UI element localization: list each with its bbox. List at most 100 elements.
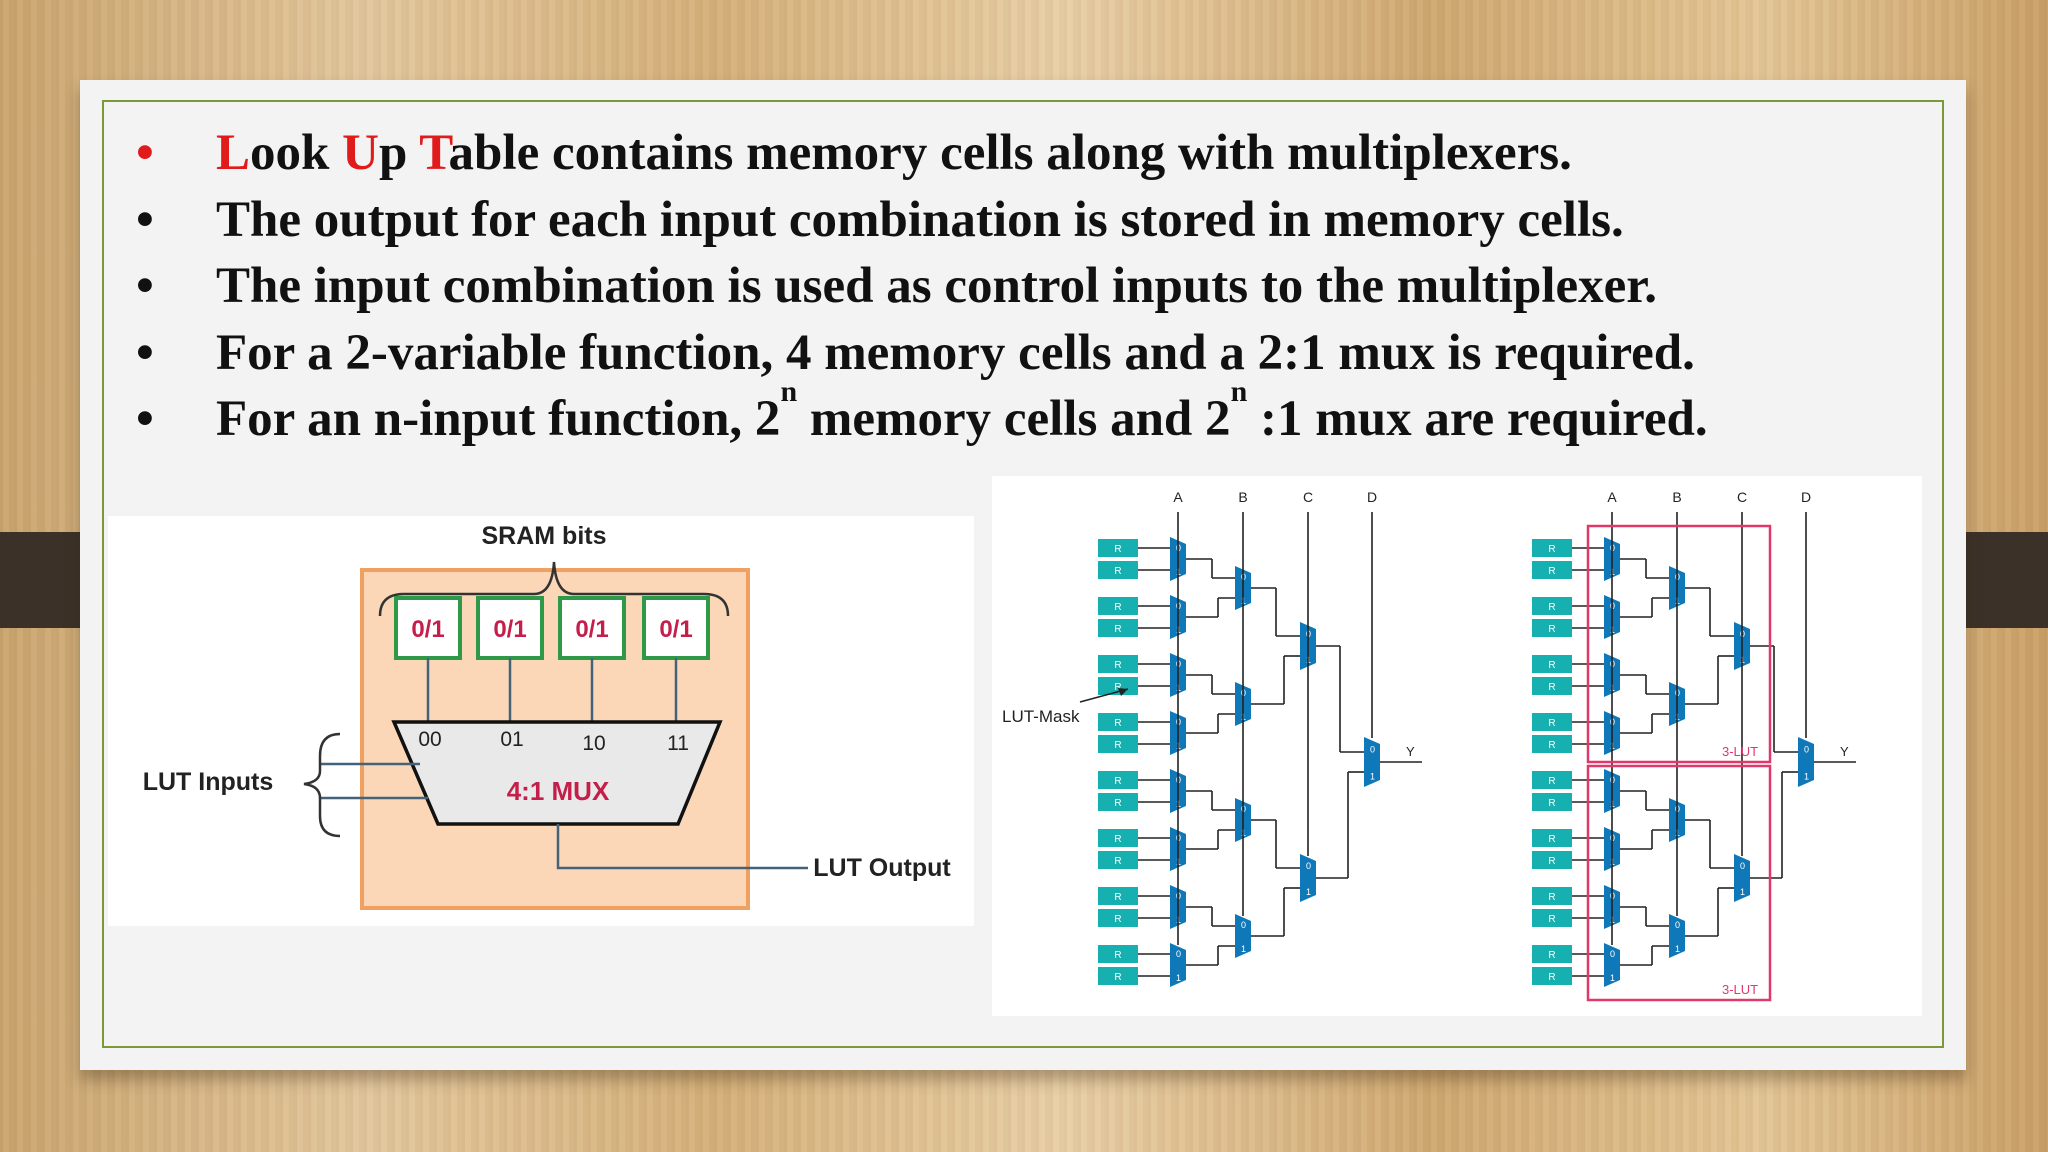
sram-cells: 0/1 0/1 0/1 0/1 [394, 596, 710, 660]
memory-cell-label: R [1548, 798, 1555, 809]
bullet-text: For an n-input function, 2 [216, 391, 781, 447]
memory-cell [1532, 829, 1572, 847]
mux [1170, 943, 1186, 987]
mux-select-label: 0 [1370, 745, 1375, 755]
sram-cell [642, 596, 710, 660]
inputs-brace [303, 732, 341, 838]
memory-cell [1532, 735, 1572, 753]
memory-cell [1098, 909, 1138, 927]
slide-frame [102, 100, 1944, 1048]
memory-cell-label: R [1548, 856, 1555, 867]
memory-cell-label: R [1548, 892, 1555, 903]
sub-lut-label: 3-LUT [1722, 744, 1758, 759]
memory-cell-label: R [1548, 544, 1555, 555]
memory-cell-label: R [1548, 718, 1555, 729]
sram-cell-value: 0/1 [659, 616, 692, 643]
memory-cell-label: R [1114, 660, 1121, 671]
bullet-item: • For an n-input function, 2 n memory cel… [136, 377, 1708, 453]
bullet-text: able contains memory cells along with mu… [448, 125, 1572, 181]
bullet-dot: • [136, 125, 154, 181]
bullet-item: • For a 2-variable function, 4 memory ce… [136, 320, 1708, 387]
output-label: Y [1406, 744, 1415, 759]
highlight-letter: U [342, 125, 379, 181]
memory-cell-label: R [1114, 740, 1121, 751]
memory-cell [1098, 713, 1138, 731]
sram-label: SRAM bits [482, 522, 607, 550]
memory-cell [1098, 539, 1138, 557]
memory-cell [1532, 539, 1572, 557]
memory-cell-label: R [1114, 856, 1121, 867]
memory-cell [1098, 793, 1138, 811]
memory-cell-label: R [1114, 950, 1121, 961]
memory-cell-label: R [1548, 914, 1555, 925]
memory-cell-label: R [1114, 834, 1121, 845]
highlight-letter: T [419, 125, 449, 181]
mux-select-label: 1 [1306, 887, 1311, 897]
mux-select-label: 0 [1241, 920, 1246, 930]
memory-cell [1532, 851, 1572, 869]
input-label: C [1303, 489, 1313, 505]
mux-select-label: 0 [1675, 920, 1680, 930]
memory-cell [1098, 945, 1138, 963]
memory-cell [1532, 619, 1572, 637]
bullet-text: The output for each input combination is… [216, 191, 1624, 248]
mux [1235, 914, 1251, 958]
input-label: A [1607, 489, 1617, 505]
memory-cell-label: R [1114, 602, 1121, 613]
memory-cell-label: R [1548, 776, 1555, 787]
memory-cell [1532, 655, 1572, 673]
lut-tree-diagram: ABCDRRRRRRRRRRRRRRRR01010101010101010101… [992, 476, 1922, 1016]
bullet-text: The input combination is used as control… [216, 258, 1657, 314]
memory-cell-label: R [1114, 972, 1121, 983]
bullet-dot: • [136, 391, 154, 447]
bullet-text: memory cells and 2 [797, 391, 1231, 447]
memory-cell [1098, 771, 1138, 789]
sram-cell-value: 0/1 [575, 616, 608, 643]
mux [1734, 854, 1750, 902]
lut-mux-diagram: SRAM bits 0/1 0/1 0/1 0/1 [108, 516, 974, 926]
mux-select-label: 0 [1610, 949, 1615, 959]
superscript: n [1230, 375, 1248, 408]
lut-tree-svg: ABCDRRRRRRRRRRRRRRRR01010101010101010101… [1002, 489, 1856, 1002]
mux-input-label: 00 [418, 728, 441, 751]
memory-cell [1098, 829, 1138, 847]
memory-cell [1532, 793, 1572, 811]
bullet-item: • The output for each input combination … [136, 187, 1708, 254]
memory-cell-label: R [1548, 950, 1555, 961]
memory-cell [1532, 561, 1572, 579]
mux-shape [391, 720, 723, 826]
memory-cell-label: R [1548, 972, 1555, 983]
memory-cell [1532, 597, 1572, 615]
bullet-text: :1 mux are required. [1247, 391, 1708, 447]
output-wire [556, 824, 808, 870]
memory-cell [1098, 967, 1138, 985]
memory-cell-label: R [1548, 740, 1555, 751]
mux-select-label: 1 [1740, 887, 1745, 897]
sram-cell-value: 0/1 [493, 616, 526, 643]
memory-cell [1098, 561, 1138, 579]
cell-wires [426, 658, 678, 722]
bullet-dot: • [136, 191, 154, 248]
memory-cell [1532, 771, 1572, 789]
input-wires [320, 762, 428, 800]
sram-brace [378, 561, 730, 617]
bullet-dot: • [136, 324, 154, 381]
mux-select-label: 1 [1370, 772, 1375, 782]
input-label: A [1173, 489, 1183, 505]
bullet-dot: • [136, 258, 154, 314]
memory-cell [1098, 887, 1138, 905]
memory-cell [1532, 945, 1572, 963]
sub-lut-label: 3-LUT [1722, 982, 1758, 997]
mux-select-label: 0 [1306, 861, 1311, 871]
memory-cell [1532, 967, 1572, 985]
input-label: B [1672, 489, 1681, 505]
memory-cell [1532, 677, 1572, 695]
output-label: Y [1840, 744, 1849, 759]
memory-cell [1098, 619, 1138, 637]
memory-cell [1098, 655, 1138, 673]
mux [1364, 737, 1380, 787]
bullet-text: p [379, 125, 420, 181]
memory-cell-label: R [1548, 834, 1555, 845]
mux-select-label: 1 [1176, 973, 1181, 983]
input-label: B [1238, 489, 1247, 505]
